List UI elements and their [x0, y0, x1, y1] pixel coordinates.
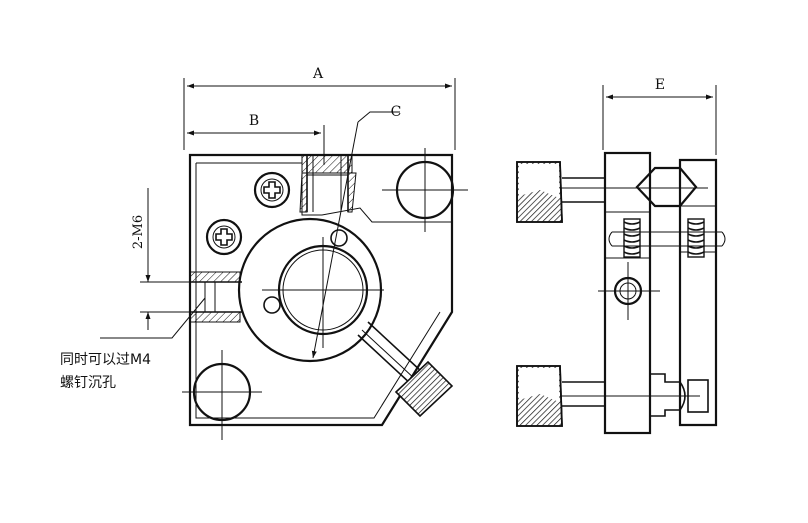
front-plate-outline: [188, 153, 454, 427]
front-view: [100, 111, 468, 440]
dimension-e: E: [602, 77, 717, 155]
dim-e-label: E: [655, 77, 665, 93]
boss-small-hole-top: [330, 229, 348, 247]
dim-b-label: B: [249, 113, 259, 129]
phillips-screw-top: [253, 171, 291, 209]
side-rear-plate: [678, 158, 718, 427]
ball-top-right: [382, 148, 468, 232]
thread-label: 2-M6: [131, 215, 146, 249]
side-knob-bottom: [516, 365, 605, 427]
boss-small-hole-left: [263, 296, 281, 314]
dimension-a: A: [183, 66, 456, 150]
side-top-ball: [635, 166, 698, 208]
dimension-b: B: [183, 113, 325, 165]
angled-knob-icon: [394, 360, 454, 418]
dimension-thread: 2-M6: [131, 188, 200, 330]
phillips-screw-left: [205, 218, 243, 256]
top-channel-section: [299, 154, 357, 213]
side-springs: [608, 218, 726, 258]
ball-bottom-left: [182, 350, 262, 440]
left-channel-section: [189, 271, 242, 323]
dim-a-label: A: [312, 66, 324, 82]
note-line-2: 螺钉沉孔: [60, 375, 116, 391]
side-front-plate: [603, 151, 652, 435]
angled-adjuster: [357, 321, 454, 418]
side-view: [516, 151, 726, 435]
side-knob-top: [516, 161, 605, 223]
note-line-1: 同时可以过M4: [60, 352, 151, 368]
dim-c-label: C: [391, 104, 402, 120]
